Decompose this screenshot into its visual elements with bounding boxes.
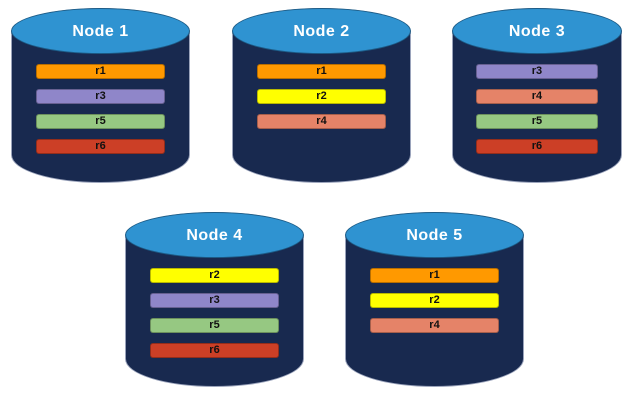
shard-bar[interactable]: r1 <box>36 64 165 79</box>
shard-bar[interactable]: r2 <box>370 293 499 308</box>
shard-bar[interactable]: r4 <box>257 114 386 129</box>
node-label: Node 4 <box>186 227 243 244</box>
node-label: Node 2 <box>293 23 350 40</box>
shard-bar[interactable]: r6 <box>475 139 599 154</box>
shard-bar[interactable]: r4 <box>475 89 599 104</box>
shard-list: r1 r2 r4 <box>345 268 524 333</box>
shard-bar[interactable]: r3 <box>475 64 599 79</box>
shard-bar[interactable]: r2 <box>257 89 386 104</box>
shard-bar[interactable]: r1 <box>370 268 499 283</box>
shard-list: r1 r2 r4 <box>232 64 411 129</box>
shard-list: r2 r3 r5 r6 <box>125 268 304 358</box>
shard-bar[interactable]: r5 <box>475 114 599 129</box>
cylinder-top-ellipse: Node 1 <box>11 8 190 54</box>
node-label: Node 5 <box>406 227 463 244</box>
shard-bar[interactable]: r2 <box>150 268 279 283</box>
cylinder-top-ellipse: Node 4 <box>125 212 304 258</box>
shard-bar[interactable]: r5 <box>150 318 279 333</box>
database-node[interactable]: Node 1 r1 r3 r5 r6 <box>11 8 190 183</box>
database-node[interactable]: Node 4 r2 r3 r5 r6 <box>125 212 304 387</box>
shard-bar[interactable]: r3 <box>36 89 165 104</box>
node-label: Node 1 <box>72 23 129 40</box>
shard-bar[interactable]: r6 <box>150 343 279 358</box>
shard-bar[interactable]: r5 <box>36 114 165 129</box>
cylinder-top-ellipse: Node 3 <box>452 8 622 54</box>
shard-list: r3 r4 r5 r6 <box>452 64 622 154</box>
cylinder-top-ellipse: Node 2 <box>232 8 411 54</box>
shard-list: r1 r3 r5 r6 <box>11 64 190 154</box>
node-label: Node 3 <box>508 23 566 40</box>
cylinder-top-ellipse: Node 5 <box>345 212 524 258</box>
shard-bar[interactable]: r3 <box>150 293 279 308</box>
database-node[interactable]: Node 3 r3 r4 r5 r6 <box>452 8 622 183</box>
shard-bar[interactable]: r1 <box>257 64 386 79</box>
database-node[interactable]: Node 5 r1 r2 r4 <box>345 212 524 387</box>
database-node[interactable]: Node 2 r1 r2 r4 <box>232 8 411 183</box>
shard-bar[interactable]: r6 <box>36 139 165 154</box>
shard-bar[interactable]: r4 <box>370 318 499 333</box>
